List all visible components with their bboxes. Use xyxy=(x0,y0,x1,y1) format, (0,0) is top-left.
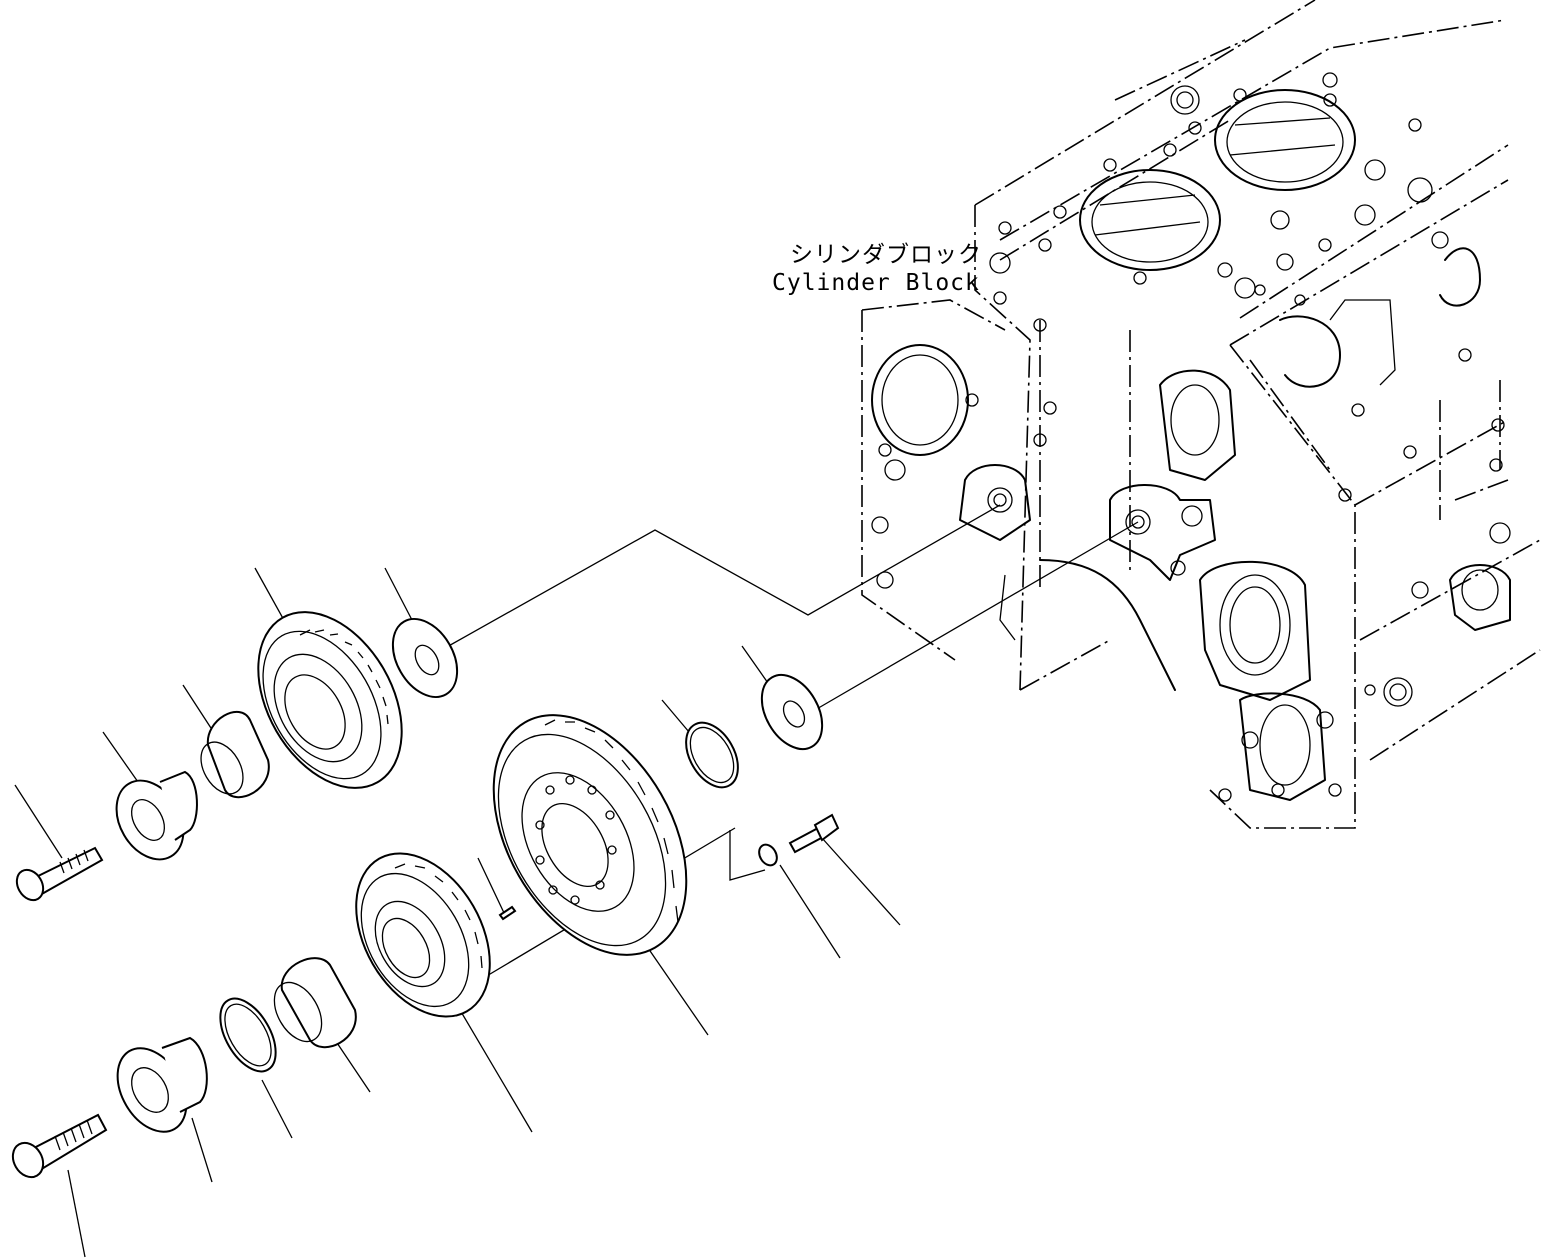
bushing-lower xyxy=(273,957,357,1049)
cylinder-block xyxy=(861,0,1541,829)
dowel-pin xyxy=(498,905,517,921)
washer-tiny xyxy=(758,843,778,867)
bolt-upper xyxy=(15,846,104,902)
washer-small xyxy=(685,721,739,789)
thrust-plate-lower xyxy=(219,997,277,1073)
idler-shaft-upper xyxy=(115,770,198,861)
label-japanese: シリンダブロック xyxy=(790,242,982,268)
idler-shaft-lower xyxy=(116,1036,208,1133)
cylinder-block-label: シリンダブロック Cylinder Block xyxy=(772,242,982,296)
label-english: Cylinder Block xyxy=(772,270,980,296)
thrust-washer-upper xyxy=(391,618,459,698)
thrust-washer-lower xyxy=(760,674,824,750)
idler-gear-upper xyxy=(257,611,403,789)
bushing-upper xyxy=(200,710,270,799)
idler-gear-main xyxy=(492,714,688,956)
bolt-small xyxy=(788,813,840,854)
idler-gear-small xyxy=(355,852,491,1018)
bolt-lower xyxy=(11,1113,108,1179)
